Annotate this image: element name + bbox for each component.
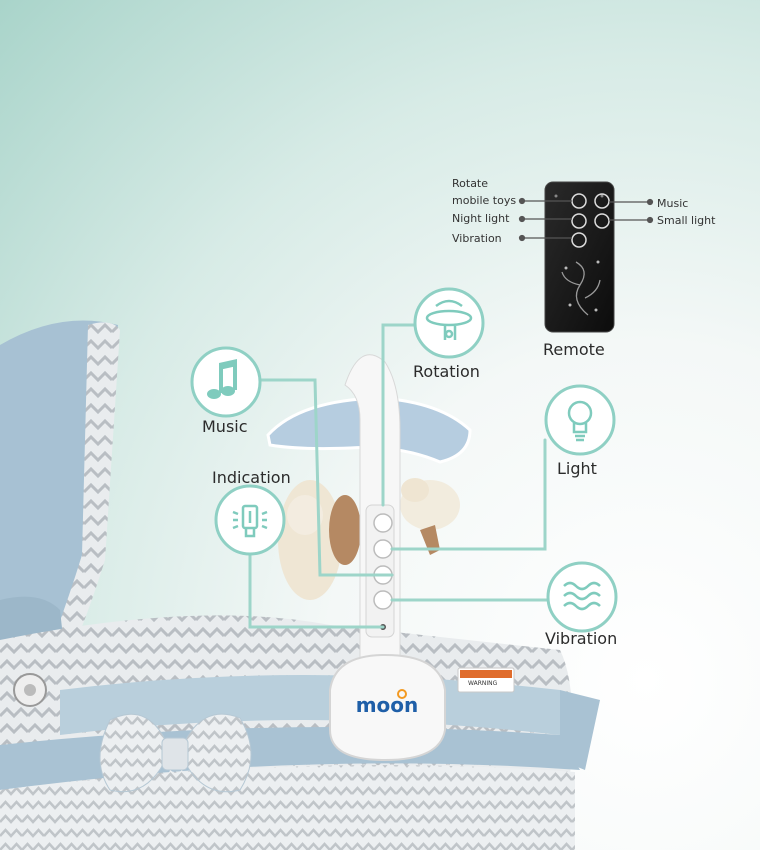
rotation-label: Rotation xyxy=(413,362,480,381)
music-label: Music xyxy=(202,417,248,436)
bow xyxy=(99,713,252,830)
light-connector-line xyxy=(390,438,547,551)
remote-vibration-button xyxy=(571,232,587,248)
music-connector-line xyxy=(256,378,394,577)
indication-label: Indication xyxy=(212,468,291,487)
indication-connector-line xyxy=(248,543,385,629)
light-label: Light xyxy=(557,459,597,478)
rotation-connector-line xyxy=(381,323,422,507)
remote-label-small-light: Small light xyxy=(657,214,716,227)
mobile-arm: moon xyxy=(329,354,446,762)
rotation-badge xyxy=(413,287,485,359)
indication-badge xyxy=(214,484,286,556)
indication-bulb-icon xyxy=(232,504,268,538)
callout-lines xyxy=(248,323,552,629)
music-badge xyxy=(190,346,262,418)
remote-label-night-light: Night light xyxy=(452,212,510,225)
warning-label: WARNING xyxy=(468,680,498,687)
mobile-toys xyxy=(266,396,472,600)
rotation-icon xyxy=(425,299,473,340)
remote-label-mobile-toys: mobile toys xyxy=(452,194,517,207)
vibration-badge xyxy=(546,561,618,633)
remote-title: Remote xyxy=(543,340,605,359)
moon-logo: moon xyxy=(356,693,419,717)
remote-small-light-button xyxy=(594,213,610,229)
remote-music-button xyxy=(594,193,610,209)
remote-label-music: Music xyxy=(657,197,689,210)
remote-night-light-button xyxy=(571,213,587,229)
bassinet-basket xyxy=(0,615,600,850)
remote-control xyxy=(544,181,615,333)
vibration-label: Vibration xyxy=(545,629,618,648)
music-note-icon xyxy=(207,359,237,399)
remote-label-vibration: Vibration xyxy=(452,232,502,245)
light-badge xyxy=(544,384,616,456)
vibration-waves-icon xyxy=(563,581,601,611)
remote-label-rotate: Rotate xyxy=(452,177,489,190)
light-bulb-icon xyxy=(567,400,593,442)
